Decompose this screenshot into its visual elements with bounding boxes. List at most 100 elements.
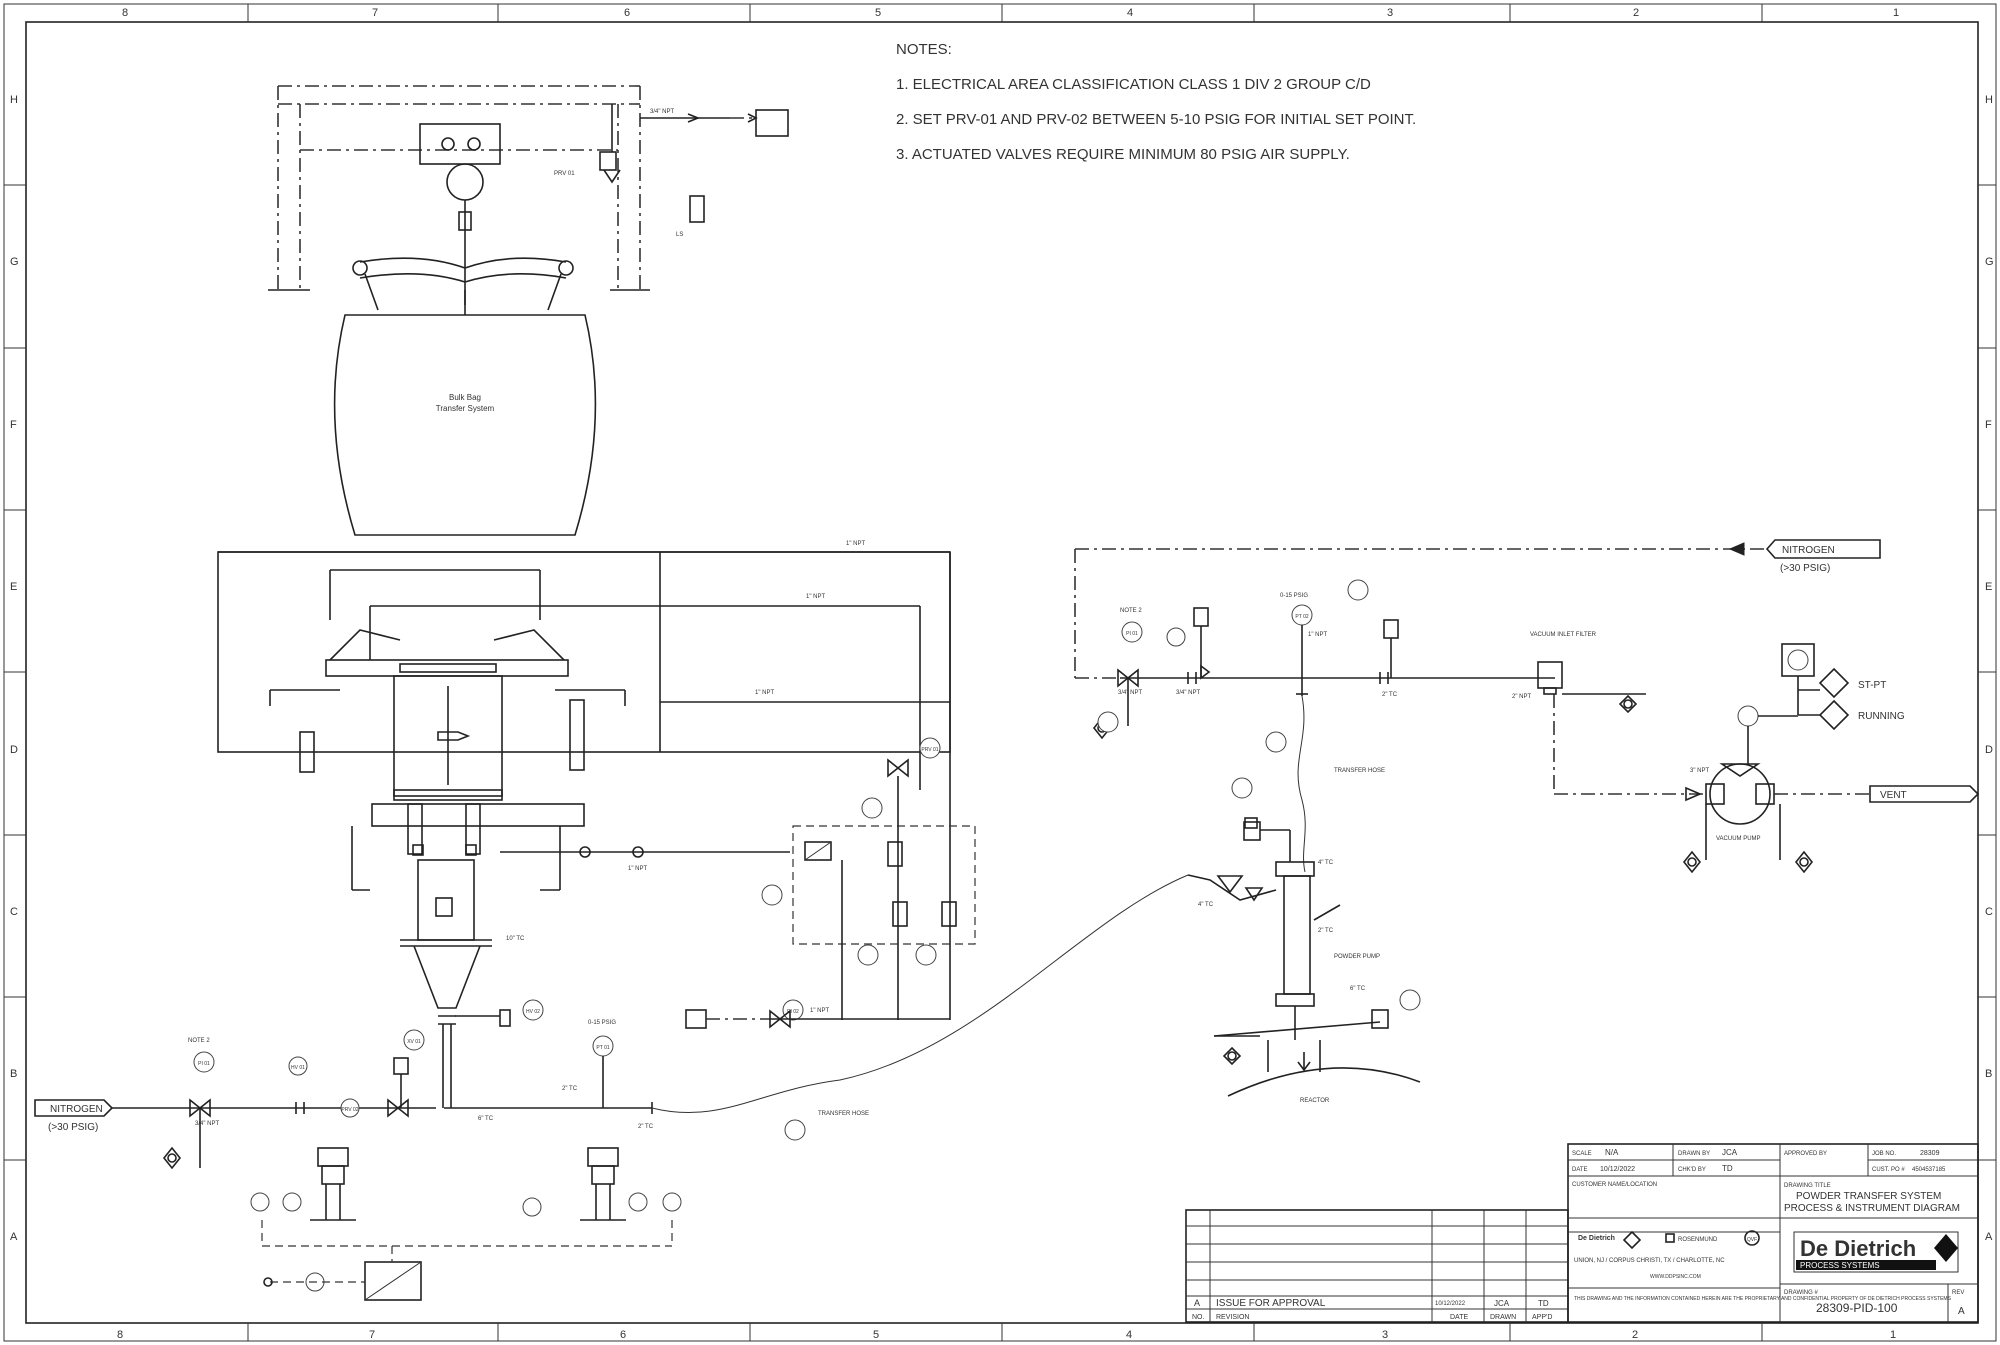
pipe-size: 2" TC xyxy=(1318,928,1334,934)
logo-subtext: PROCESS SYSTEMS xyxy=(1800,1261,1880,1270)
nitrogen-inlet-tag xyxy=(34,1099,114,1117)
pipe-size: 2" TC xyxy=(562,1086,578,1092)
rev-header-no: NO. xyxy=(1192,1314,1205,1321)
row-label: B xyxy=(10,1068,17,1080)
scale-controller xyxy=(364,1261,422,1301)
column-label: 6 xyxy=(620,1329,626,1341)
pipe-size: 4" TC xyxy=(1318,860,1334,866)
row-label: A xyxy=(10,1231,18,1243)
column-label: 8 xyxy=(122,7,128,19)
job-no-label: JOB NO. xyxy=(1872,1151,1896,1157)
logo-text: De Dietrich xyxy=(1800,1236,1916,1261)
column-label: 4 xyxy=(1127,7,1133,19)
psig-label: 0-15 PSIG xyxy=(588,1020,616,1026)
instrument-tag: PRV 01 xyxy=(921,747,938,753)
nitrogen-pressure: (>30 PSIG) xyxy=(48,1122,98,1133)
column-label: 5 xyxy=(875,7,881,19)
job-no-value: 28309 xyxy=(1920,1150,1940,1157)
drawing-title-1: POWDER TRANSFER SYSTEM xyxy=(1796,1191,1941,1202)
qvf-logo-icon xyxy=(1744,1230,1760,1246)
column-label: 6 xyxy=(624,7,630,19)
powder-pump xyxy=(1283,875,1311,995)
discharge-cone xyxy=(413,945,481,1009)
pipe-size: 2" TC xyxy=(1382,692,1398,698)
instrument-tag: HV 01 xyxy=(291,1065,305,1071)
rev-header-drawn: DRAWN xyxy=(1490,1314,1516,1321)
rev-value: A xyxy=(1958,1306,1965,1317)
load-cells xyxy=(250,1147,682,1301)
rev-header-rev: REVISION xyxy=(1216,1314,1249,1321)
limit-switch-box xyxy=(689,195,705,223)
rev-description: ISSUE FOR APPROVAL xyxy=(1216,1298,1326,1309)
checked-by-value: TD xyxy=(1722,1164,1733,1173)
instrument-tag: PT 01 xyxy=(596,1045,609,1051)
po-value: 4504537185 xyxy=(1912,1167,1946,1173)
company-logo xyxy=(1793,1231,1959,1273)
note-2: 2. SET PRV-01 AND PRV-02 BETWEEN 5-10 PS… xyxy=(896,111,1416,128)
instrument-tag: PI 02 xyxy=(787,1009,799,1015)
pipe-size: 1" NPT xyxy=(628,866,647,872)
bulk-bag-label-1: Bulk Bag xyxy=(449,393,481,402)
transfer-hose-line: TRANSFER HOSE xyxy=(651,874,1189,1141)
pipe-size: 6" TC xyxy=(1350,986,1366,992)
rev-header-date: DATE xyxy=(1450,1314,1468,1321)
pipe-size: 3" NPT xyxy=(1690,768,1709,774)
nitrogen-inlet-tag xyxy=(1765,539,1881,559)
nitrogen-label: NITROGEN xyxy=(50,1104,103,1115)
limit-switch-label: LS xyxy=(676,232,683,238)
outer-border xyxy=(3,3,1997,1342)
rev-date: 10/12/2022 xyxy=(1435,1301,1466,1307)
brand-de-dietrich: De Dietrich xyxy=(1578,1235,1615,1242)
brand-rosenmund: ROSENMUND xyxy=(1678,1237,1718,1243)
powder-pump-label: POWDER PUMP xyxy=(1334,954,1380,960)
pipe-size: 10" TC xyxy=(506,936,525,942)
instrument-tag: PI 01 xyxy=(1126,631,1138,637)
column-label: 5 xyxy=(873,1329,879,1341)
pipe-size: 1" NPT xyxy=(1308,632,1327,638)
inner-border xyxy=(25,21,1979,1324)
pipe-size: 4" TC xyxy=(1198,902,1214,908)
pipe-size: 1" NPT xyxy=(810,1008,829,1014)
nitrogen-label: NITROGEN xyxy=(1782,545,1835,556)
scale-value: N/A xyxy=(1605,1148,1619,1157)
column-label: 2 xyxy=(1632,1329,1638,1341)
po-label: CUST. PO # xyxy=(1872,1167,1905,1173)
rev-label: REV xyxy=(1952,1290,1964,1296)
drawn-by-value: JCA xyxy=(1722,1148,1738,1157)
vent-label: VENT xyxy=(1880,790,1907,801)
reactor-label: REACTOR xyxy=(1300,1098,1330,1104)
row-label: F xyxy=(1985,419,1992,431)
instrument-tag: PRV 02 xyxy=(341,1107,358,1113)
psig-label: 0-15 PSIG xyxy=(1280,593,1308,599)
row-label: G xyxy=(1985,256,1994,268)
pipe-size: 3/4" NPT xyxy=(1176,690,1200,696)
pipe-size: 1" NPT xyxy=(806,594,825,600)
air-filter-regulator xyxy=(599,151,617,171)
prv-label: PRV 01 xyxy=(554,171,575,177)
vacuum-inlet-filter xyxy=(1537,661,1563,689)
drawing-title-2: PROCESS & INSTRUMENT DIAGRAM xyxy=(1784,1203,1960,1214)
row-markers: H G F E D C B A H G F E D C B A xyxy=(4,94,1996,1243)
hoist-trolley xyxy=(419,123,501,165)
title-block: SCALE N/A DRAWN BY JCA DATE 10/12/2022 C… xyxy=(1567,1143,1979,1323)
vacuum-pump-label: VACUUM PUMP xyxy=(1716,836,1761,842)
pipe-size: 1" NPT xyxy=(755,690,774,696)
rev-drawn: JCA xyxy=(1494,1299,1510,1308)
column-label: 8 xyxy=(117,1329,123,1341)
column-label: 3 xyxy=(1387,7,1393,19)
pipe-size: 6" TC xyxy=(478,1116,494,1122)
hopper xyxy=(393,675,503,797)
company-address: UNION, NJ / CORPUS CHRISTI, TX / CHARLOT… xyxy=(1574,1258,1725,1264)
pipe-size: 3/4" NPT xyxy=(1118,690,1142,696)
actuator xyxy=(1193,607,1209,627)
row-label: C xyxy=(10,906,18,918)
instrument-tag: PT 02 xyxy=(1295,614,1308,620)
instrument-air-supply xyxy=(755,109,789,137)
notes-heading: NOTES: xyxy=(896,41,952,58)
row-label: D xyxy=(10,744,18,756)
approved-by-label: APPROVED BY xyxy=(1784,1151,1827,1157)
instrument-tag: XV 01 xyxy=(407,1039,421,1045)
drawing-no-value: 28309-PID-100 xyxy=(1816,1301,1898,1315)
nitrogen-supply-left: NITROGEN (>30 PSIG) PI 01 NOTE 2 HV 01 P… xyxy=(34,999,654,1217)
column-label: 7 xyxy=(369,1329,375,1341)
